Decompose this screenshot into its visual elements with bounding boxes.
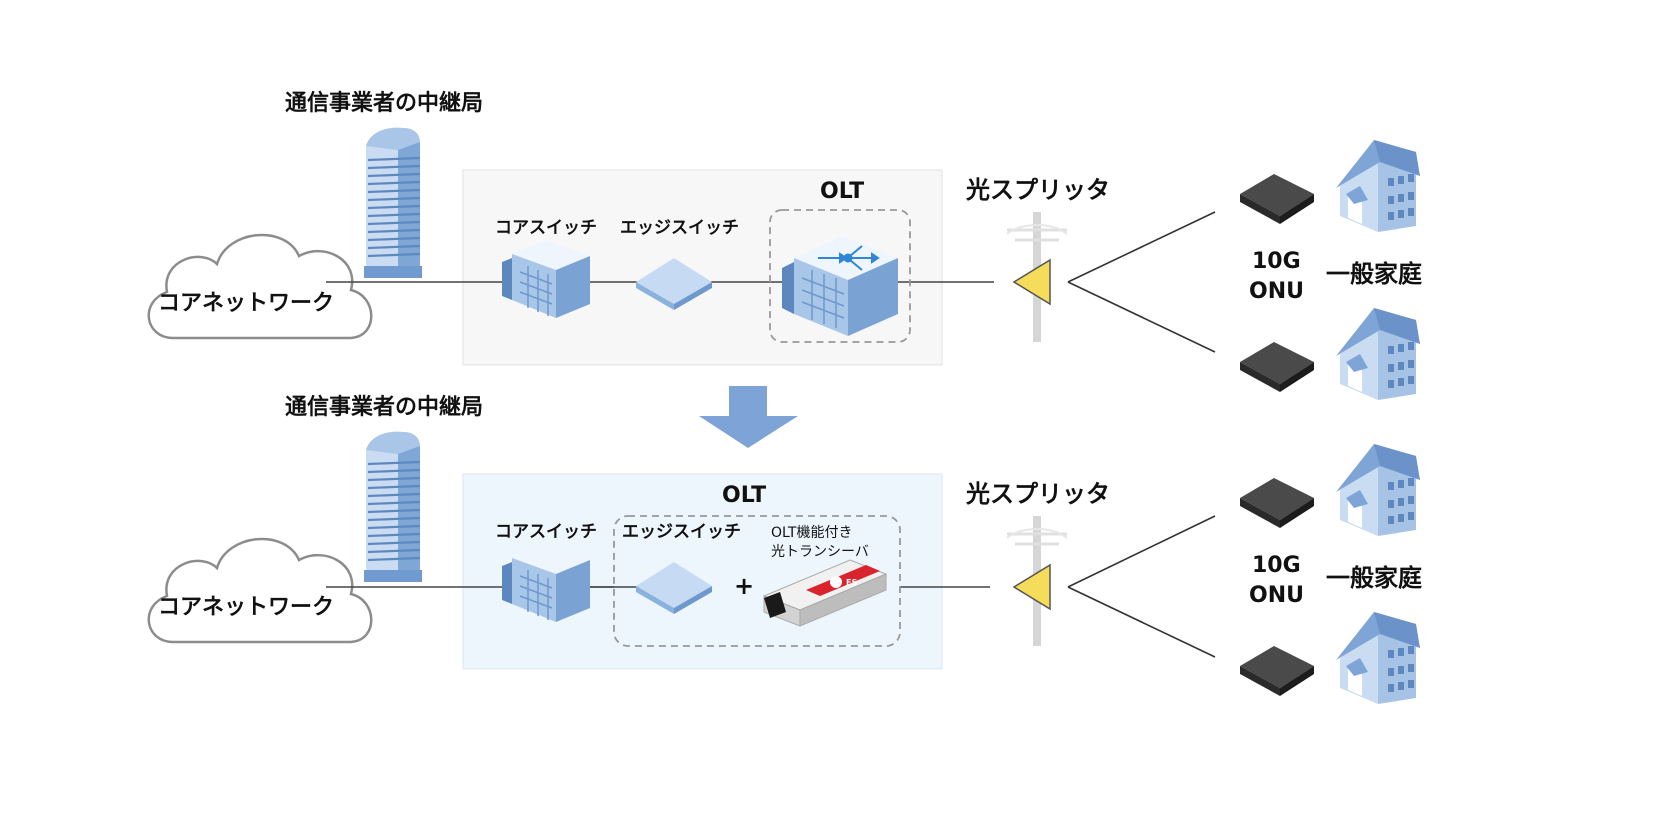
transceiver-label-line1: OLT機能付き [771, 525, 852, 541]
top-olt-label: OLT [820, 179, 864, 204]
top-onu-label-line1: 10G [1252, 249, 1301, 274]
transceiver-label-line2: 光トランシーバ [771, 544, 869, 560]
bottom-home-label: 一般家庭 [1326, 564, 1422, 592]
bottom-section: 通信事業者の中継局 コアネットワーク OLT コアスイッチ エッジスイッチ + … [147, 394, 1422, 704]
top-branch-upper [1067, 211, 1216, 283]
bottom-splitter-label: 光スプリッタ [965, 480, 1110, 508]
top-splitter-label: 光スプリッタ [965, 176, 1110, 204]
top-cloud-label: コアネットワーク [158, 291, 334, 316]
bottom-tower-icon [362, 430, 424, 584]
top-core-switch-label: コアスイッチ [495, 218, 597, 238]
bottom-core-switch-label: コアスイッチ [495, 522, 597, 542]
top-cloud-icon [147, 233, 373, 340]
top-section: 通信事業者の中継局 コアネットワーク コアスイッチ エッジスイッチ OLT 光ス… [147, 90, 1422, 400]
transceiver-brand: FS [846, 578, 857, 587]
top-home-label: 一般家庭 [1326, 260, 1422, 288]
bottom-onu-label-line2: ONU [1249, 583, 1304, 608]
bottom-branch-upper [1067, 515, 1216, 588]
top-onu-upper-icon [1240, 174, 1314, 224]
top-onu-lower-icon [1240, 342, 1314, 392]
bottom-station-label: 通信事業者の中継局 [285, 394, 483, 420]
top-edge-switch-label: エッジスイッチ [620, 218, 739, 238]
top-tower-icon [362, 126, 424, 280]
top-house-lower-icon [1336, 308, 1420, 400]
top-house-upper-icon [1336, 140, 1420, 232]
plus-sign: + [734, 572, 754, 600]
top-splitter-icon [1012, 258, 1051, 306]
bottom-house-upper-icon [1336, 444, 1420, 536]
top-olt-box [769, 209, 911, 343]
top-onu-label-line2: ONU [1249, 279, 1304, 304]
transition-arrow-icon [699, 386, 798, 448]
bottom-olt-label: OLT [722, 483, 766, 508]
bottom-house-lower-icon [1336, 612, 1420, 704]
top-branch-lower [1067, 281, 1216, 353]
bottom-edge-switch-label: エッジスイッチ [622, 522, 741, 542]
transceiver-icon: FS [762, 559, 888, 627]
bottom-splitter-icon [1012, 563, 1051, 611]
bottom-branch-lower [1067, 586, 1216, 658]
bottom-onu-lower-icon [1240, 646, 1314, 696]
bottom-cloud-icon [147, 537, 373, 644]
top-station-label: 通信事業者の中継局 [285, 90, 483, 116]
bottom-cloud-label: コアネットワーク [158, 595, 334, 620]
bottom-onu-label-line1: 10G [1252, 553, 1301, 578]
bottom-onu-upper-icon [1240, 478, 1314, 528]
